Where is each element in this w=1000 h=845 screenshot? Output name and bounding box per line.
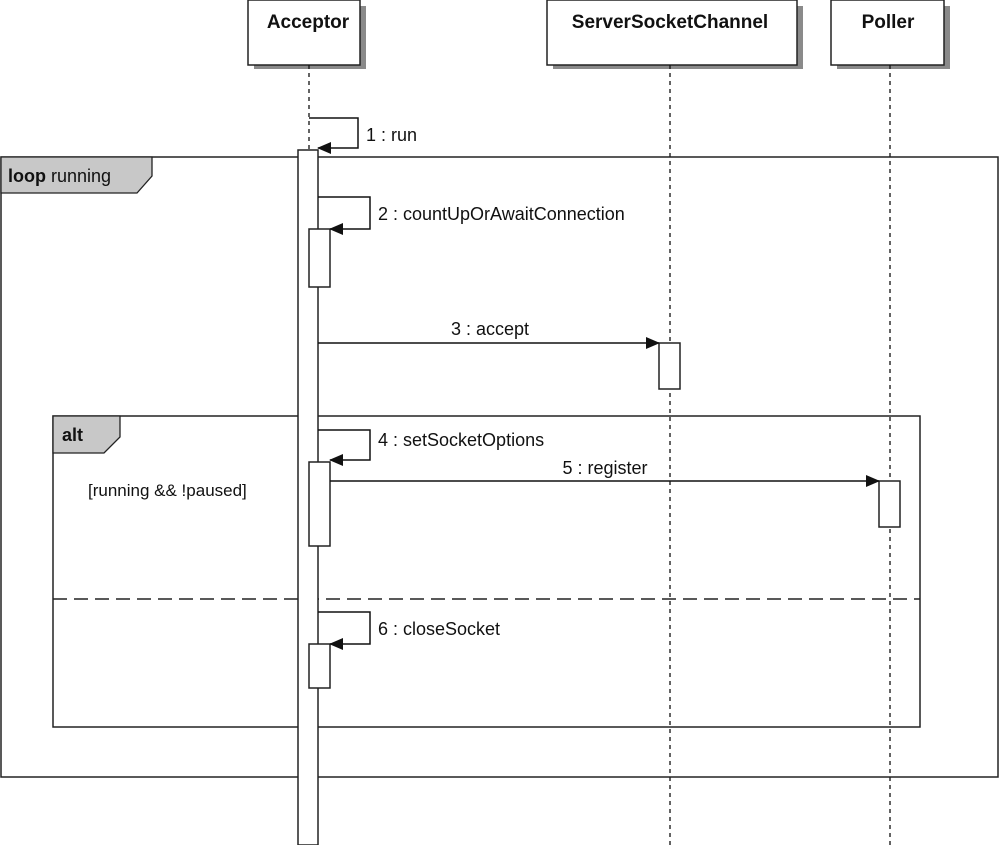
message-3-label: 3 : accept: [451, 319, 529, 339]
message-6-close-socket[interactable]: 6 : closeSocket: [318, 611, 500, 650]
message-2-count-up-or-await-connection[interactable]: 2 : countUpOrAwaitConnection: [318, 196, 625, 235]
activation-server-socket-channel: [658, 342, 681, 390]
alt-guard: [running && !paused]: [88, 481, 247, 500]
message-2-label: 2 : countUpOrAwaitConnection: [378, 204, 625, 224]
message-6-label: 6 : closeSocket: [378, 619, 500, 639]
message-1-label: 1 : run: [366, 125, 417, 145]
activation-acceptor-setsocket: [308, 461, 331, 547]
loop-condition: running: [51, 166, 111, 186]
message-5-label: 5 : register: [562, 458, 647, 478]
message-3-accept[interactable]: 3 : accept: [318, 319, 660, 349]
lifeline-acceptor[interactable]: Acceptor: [247, 0, 366, 69]
message-4-set-socket-options[interactable]: 4 : setSocketOptions: [318, 429, 544, 466]
activation-acceptor-count: [308, 228, 331, 288]
message-5-register[interactable]: 5 : register: [330, 458, 880, 487]
loop-keyword: loop: [8, 166, 46, 186]
lifeline-server-socket-channel[interactable]: ServerSocketChannel: [546, 0, 803, 69]
lifeline-poller-label: Poller: [862, 12, 915, 33]
alt-keyword: alt: [62, 425, 83, 445]
lifeline-poller[interactable]: Poller: [830, 0, 950, 69]
message-1-run[interactable]: 1 : run: [309, 117, 417, 154]
lifeline-acceptor-label: Acceptor: [267, 12, 350, 33]
activation-poller: [878, 480, 901, 528]
message-4-label: 4 : setSocketOptions: [378, 430, 544, 450]
activation-acceptor-close: [308, 643, 331, 689]
lifeline-server-socket-channel-label: ServerSocketChannel: [572, 12, 768, 33]
alt-fragment: alt [running && !paused]: [52, 415, 921, 728]
